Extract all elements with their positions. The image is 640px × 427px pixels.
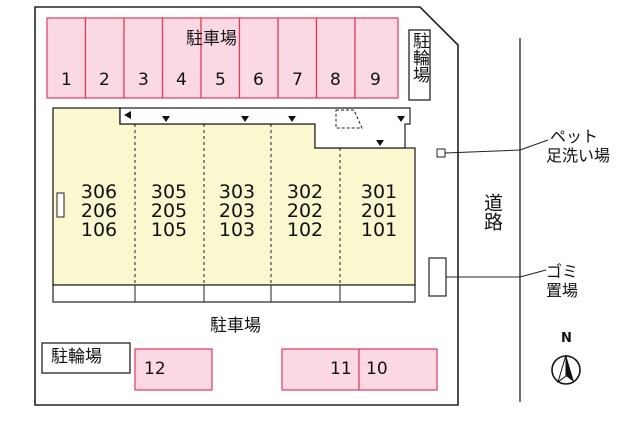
parking-space-number: 10 (366, 359, 388, 379)
unit-column: 306 206 106 (74, 183, 124, 240)
parking-space (161, 17, 202, 99)
unit-number: 302 (286, 181, 324, 203)
entrance-arrow (376, 140, 384, 146)
south-parking (134, 348, 438, 391)
road-label: 道路 (481, 193, 503, 231)
unit-column: 302 202 102 (280, 183, 330, 240)
entrance-arrow (162, 116, 170, 122)
parking-space-number: 1 (61, 70, 72, 90)
unit-number: 202 (286, 200, 324, 222)
parking-space (123, 17, 164, 99)
compass (551, 354, 581, 385)
stair-outline (335, 109, 363, 129)
foot-wash-label-line2: 足洗い場 (546, 146, 611, 165)
bicycle-parking-south-label: 駐輪場 (51, 347, 102, 367)
parking-space (354, 17, 399, 99)
unit-number: 101 (360, 219, 398, 241)
parking-space (200, 17, 241, 99)
unit-column: 305 205 105 (144, 183, 194, 240)
trash-label-line1: ゴミ (546, 262, 579, 281)
parking-space-number: 11 (330, 359, 352, 379)
parking-space (281, 348, 360, 391)
entrance-markers (124, 111, 405, 146)
bicycle-parking-north (408, 29, 431, 101)
unit-column: 303 203 103 (212, 183, 262, 240)
unit-number: 305 (150, 181, 188, 203)
foot-wash-label: ペット 足洗い場 (546, 127, 610, 165)
unit-number: 102 (286, 219, 324, 241)
trash-label: ゴミ 置場 (546, 262, 578, 300)
parking-space (238, 17, 279, 99)
parking-space (84, 17, 125, 99)
unit-number: 203 (218, 200, 256, 222)
building-bump (56, 192, 65, 218)
parking-space-number: 4 (176, 70, 187, 90)
bicycle-parking-north-label: 駐輪場 (409, 32, 429, 83)
entrance-arrow (397, 116, 405, 122)
entrance-arrow (241, 116, 249, 122)
parking-space-number: 9 (370, 70, 381, 90)
parking-space-number: 3 (138, 70, 149, 90)
unit-number: 205 (150, 200, 188, 222)
entrance-arrow (124, 111, 131, 119)
compass-needle-right (566, 355, 574, 382)
parking-space-number: 6 (253, 70, 264, 90)
parking-space-number: 2 (99, 70, 110, 90)
parking-space (277, 17, 318, 99)
entrance-arrow (288, 116, 296, 122)
north-parking (46, 17, 399, 99)
foot-wash-marker (436, 148, 446, 158)
trash-label-line2: 置場 (546, 281, 579, 300)
unit-number: 206 (80, 200, 118, 222)
foot-wash-label-line1: ペット (550, 127, 599, 146)
unit-number: 106 (80, 219, 118, 241)
parking-space (134, 348, 213, 391)
walkway (119, 107, 411, 149)
parking-space-number: 5 (215, 70, 226, 90)
unit-number: 301 (360, 181, 398, 203)
unit-number: 105 (150, 219, 188, 241)
trash-area (428, 257, 447, 297)
unit-number: 201 (360, 200, 398, 222)
compass-north-label: N (561, 331, 572, 346)
parking-space (358, 348, 438, 391)
parking-space-number: 8 (330, 70, 341, 90)
south-parking-title: 駐車場 (210, 316, 261, 336)
unit-column: 301 201 101 (354, 183, 404, 240)
building-strip (52, 284, 416, 303)
unit-number: 306 (80, 181, 118, 203)
unit-number: 303 (218, 181, 256, 203)
parking-space-number: 12 (144, 359, 166, 379)
north-parking-title: 駐車場 (186, 29, 237, 49)
parking-space-number: 7 (292, 70, 303, 90)
unit-number: 103 (218, 219, 256, 241)
bicycle-parking-south (41, 342, 131, 374)
